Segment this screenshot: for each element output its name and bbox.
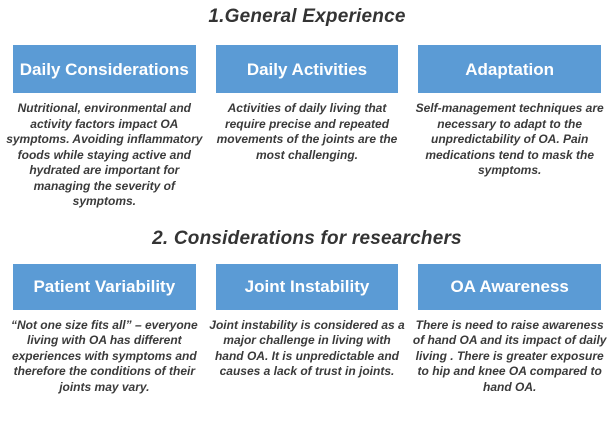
card-header-oa-awareness: OA Awareness [418, 263, 601, 310]
card-header-joint-instability: Joint Instability [215, 263, 399, 310]
section-title-considerations-for-researchers: 2. Considerations for researchers [152, 227, 462, 249]
card-header-adaptation: Adaptation [418, 45, 601, 93]
card-body-daily-activities: Activities of daily living that require … [216, 101, 398, 162]
card-daily-considerations: Daily Considerations Nutritional, enviro… [6, 45, 202, 210]
card-header-patient-variability: Patient Variability [13, 263, 196, 310]
card-oa-awareness: OA Awareness There is need to raise awar… [413, 263, 606, 396]
card-body-daily-considerations: Nutritional, environmental and activity … [6, 101, 203, 208]
card-joint-instability: Joint Instability Joint instability is c… [209, 263, 405, 396]
card-header-daily-activities: Daily Activities [215, 45, 399, 93]
card-body-joint-instability: Joint instability is considered as a maj… [209, 317, 405, 379]
card-adaptation: Adaptation Self-management techniques ar… [416, 45, 604, 210]
cards-row-considerations-for-researchers: Patient Variability “Not one size fits a… [0, 263, 614, 396]
card-daily-activities: Daily Activities Activities of daily liv… [215, 45, 399, 210]
card-header-daily-considerations: Daily Considerations [13, 45, 196, 93]
section-title-general-experience: 1.General Experience [208, 6, 406, 27]
cards-row-general-experience: Daily Considerations Nutritional, enviro… [0, 45, 614, 210]
card-body-patient-variability: “Not one size fits all” – everyone livin… [10, 317, 198, 394]
card-patient-variability: Patient Variability “Not one size fits a… [11, 263, 198, 396]
card-body-oa-awareness: There is need to raise awareness of hand… [412, 317, 607, 394]
card-body-adaptation: Self-management techniques are necessary… [415, 101, 604, 177]
